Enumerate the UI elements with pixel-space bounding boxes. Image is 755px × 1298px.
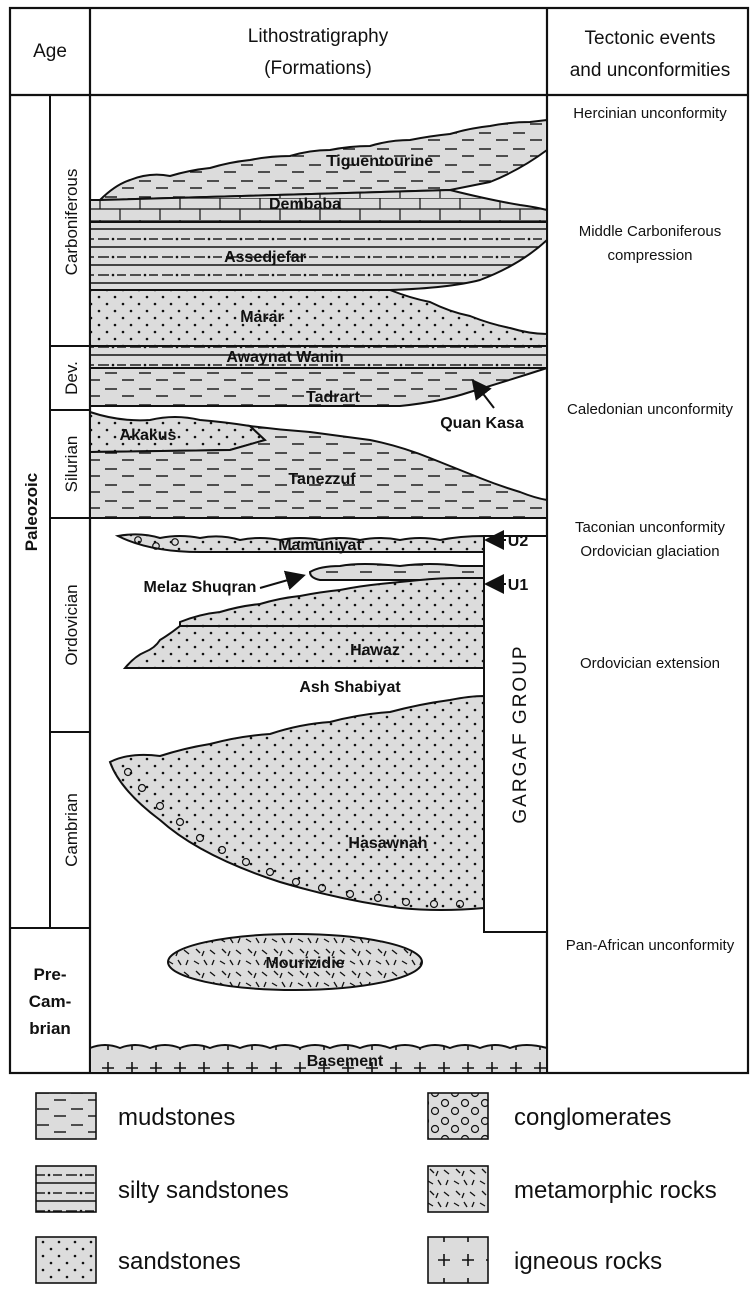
label-marar: Marar	[240, 309, 284, 326]
header-tect-line2: and unconformities	[570, 60, 731, 81]
label-mamuniyat: Mamuniyat	[278, 537, 362, 554]
label-dembaba: Dembaba	[269, 196, 341, 213]
label-basement: Basement	[307, 1053, 384, 1070]
legend-swatch-silty-sandstones	[36, 1166, 96, 1212]
period-precambrian-3: brian	[29, 1019, 71, 1038]
label-mourizidie: Mourizidie	[265, 955, 344, 972]
event-hercinian: Hercinian unconformity	[573, 105, 727, 122]
label-u2: U2	[508, 533, 529, 550]
legend-swatch-mudstones	[36, 1093, 96, 1139]
ash-shabiyat-layer	[125, 626, 484, 668]
tectonic-events: Hercinian unconformity Middle Carbonifer…	[566, 105, 735, 954]
akakus-layer	[90, 412, 265, 452]
header-age: Age	[33, 41, 67, 62]
tiguentourine-layer	[100, 120, 547, 200]
period-cambrian: Cambrian	[62, 793, 81, 867]
hasawnah-layer	[110, 696, 484, 910]
period-devonian: Dev.	[62, 361, 81, 395]
event-ord-glaciation: Ordovician glaciation	[580, 543, 719, 560]
period-precambrian-2: Cam-	[29, 992, 72, 1011]
event-mid-carb-1: Middle Carboniferous	[579, 223, 722, 240]
label-tadrart: Tadrart	[306, 389, 361, 406]
period-silurian: Silurian	[62, 436, 81, 493]
period-ordovician: Ordovician	[62, 584, 81, 665]
label-u1: U1	[508, 577, 529, 594]
assedjefar-layer	[90, 222, 547, 290]
label-melaz-shuqran: Melaz Shuqran	[144, 579, 257, 596]
period-precambrian-1: Pre-	[33, 965, 66, 984]
legend-label-silty-sandstones: silty sandstones	[118, 1177, 289, 1204]
legend-swatch-sandstones	[36, 1237, 96, 1283]
legend-label-mudstones: mudstones	[118, 1104, 235, 1131]
label-hawaz: Hawaz	[350, 642, 400, 659]
legend-swatch-metamorphic	[428, 1166, 488, 1212]
label-hasawnah: Hasawnah	[348, 835, 427, 852]
marar-layer	[90, 290, 547, 346]
legend-swatch-conglomerates	[428, 1093, 488, 1139]
label-quan-kasa: Quan Kasa	[440, 415, 524, 432]
header-litho-line1: Lithostratigraphy	[248, 26, 389, 47]
event-mid-carb-2: compression	[607, 247, 692, 264]
event-taconian: Taconian unconformity	[575, 519, 726, 536]
legend-swatch-igneous	[428, 1237, 488, 1283]
label-ash-shabiyat: Ash Shabiyat	[299, 679, 401, 696]
legend-label-sandstones: sandstones	[118, 1248, 241, 1275]
event-ord-extension: Ordovician extension	[580, 655, 720, 672]
event-caledonian: Caledonian unconformity	[567, 401, 733, 418]
legend-label-metamorphic: metamorphic rocks	[514, 1177, 717, 1204]
era-paleozoic: Paleozoic	[22, 473, 41, 551]
legend-label-igneous: igneous rocks	[514, 1248, 662, 1275]
melaz-shuqran-arrow	[260, 576, 302, 588]
label-awaynat-wanin: Awaynat Wanin	[226, 349, 343, 366]
event-pan-african: Pan-African unconformity	[566, 937, 735, 954]
label-assedjefar: Assedjefar	[224, 249, 306, 266]
header-litho-line2: (Formations)	[264, 58, 372, 79]
label-akakus: Akakus	[120, 427, 177, 444]
legend-label-conglomerates: conglomerates	[514, 1104, 671, 1131]
header-tect-line1: Tectonic events	[585, 28, 716, 49]
label-tanezzuf: Tanezzuf	[288, 471, 356, 488]
label-tiguentourine: Tiguentourine	[327, 153, 433, 170]
gargaf-group-label: GARGAF GROUP	[510, 644, 531, 823]
period-carboniferous: Carboniferous	[62, 169, 81, 276]
